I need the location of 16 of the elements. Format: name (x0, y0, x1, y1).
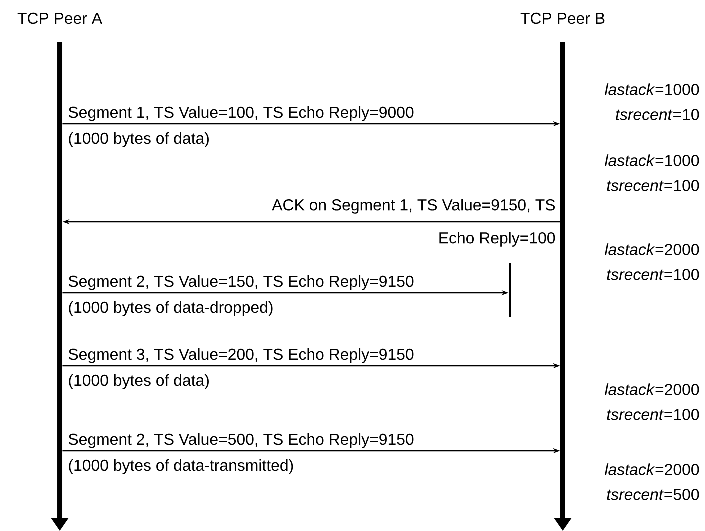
payload-note: (1000 bytes of data-dropped) (69, 301, 273, 316)
node-label: TCP Peer B (520, 12, 605, 24)
payload-note: (1000 bytes of data) (69, 374, 209, 390)
edge-label: Segment 2, TS Value=150, TS Echo Reply=9150 (68, 275, 414, 290)
state-text: lastack=2000 tsrecent=100 (605, 384, 700, 420)
payload-note: (1000 bytes of data-transmitted) (69, 459, 294, 474)
edge-label: ACK on Segment 1, TS Value=9150, TS Echo Reply=100 (272, 199, 556, 247)
payload-note: (1000 bytes of data) (69, 132, 209, 148)
edge-label: Segment 1, TS Value=100, TS Echo Reply=9000 (68, 106, 414, 122)
state-text: lastack=2000 tsrecent=100 (605, 244, 700, 280)
node-label: TCP Peer A (18, 12, 102, 24)
edge-label: Segment 2, TS Value=500, TS Echo Reply=9150 (68, 433, 414, 448)
state-text: lastack=1000 tsrecent=100 (605, 154, 700, 192)
state-text: lastack=2000 tsrecent=500 (605, 464, 700, 500)
state-text: lastack=1000 tsrecent=10 (605, 84, 700, 120)
edge-label: Segment 3, TS Value=200, TS Echo Reply=9150 (68, 348, 414, 364)
